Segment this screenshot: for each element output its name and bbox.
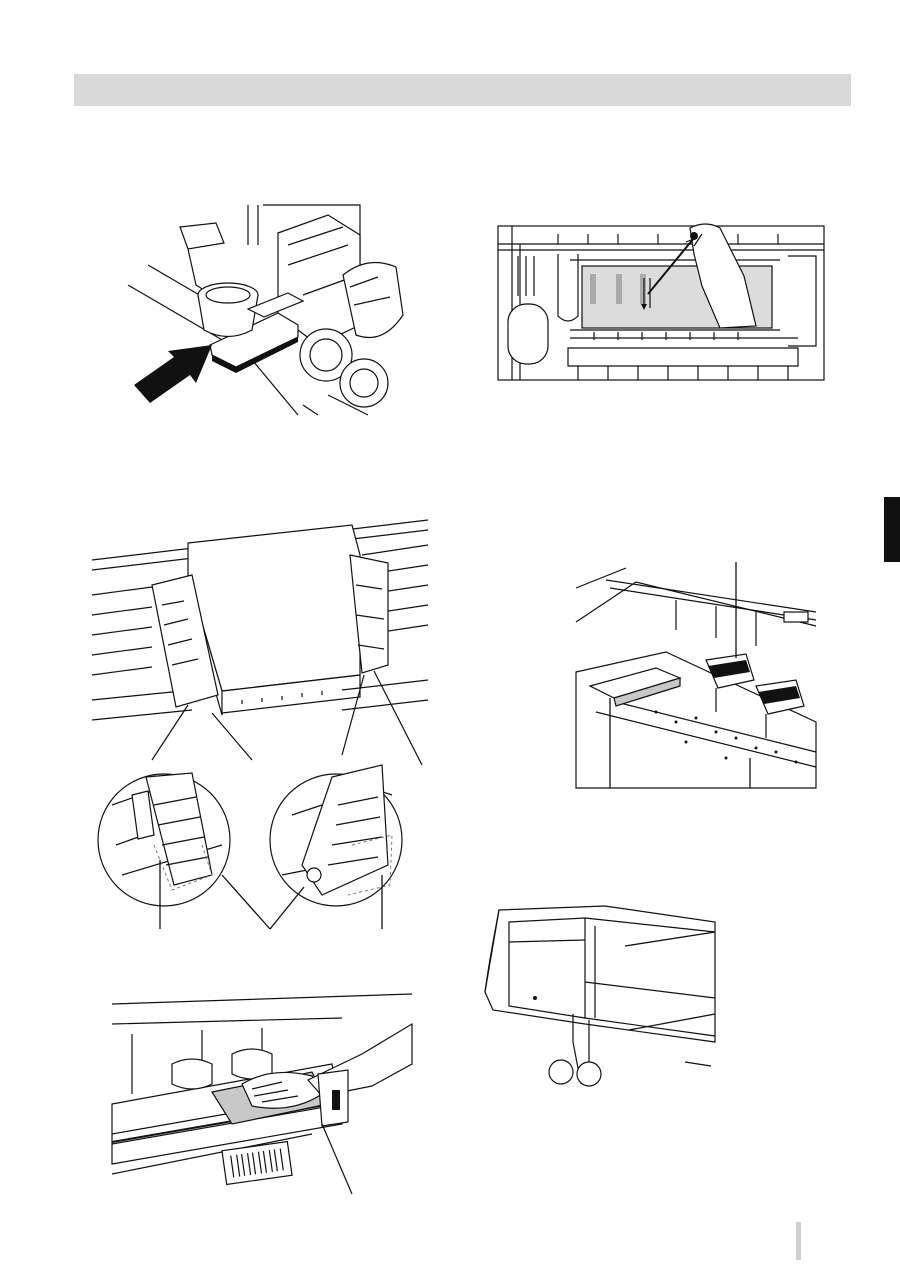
figure-platen-wipe <box>111 993 413 1195</box>
figure-carriage-head-cleaning <box>497 223 825 381</box>
figure-media-clamp-platen <box>575 562 817 789</box>
chapter-thumb-tab <box>884 497 900 562</box>
figure-printer-front-cover <box>484 905 716 1087</box>
figure-print-head-carriage <box>91 519 429 930</box>
section-header-bar <box>74 74 851 106</box>
figure-ink-cap-assembly <box>127 204 404 416</box>
page-number-rule <box>796 1222 801 1260</box>
